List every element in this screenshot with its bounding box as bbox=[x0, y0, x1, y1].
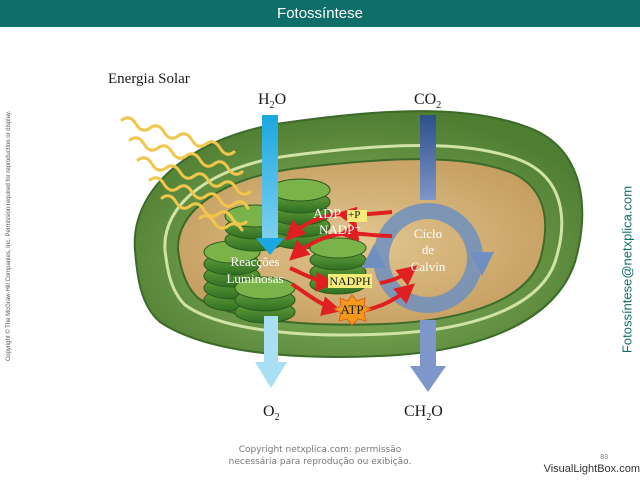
sugar-label-sub: 2 bbox=[426, 412, 431, 423]
co2-label-sub: 2 bbox=[436, 100, 441, 111]
sugar-label-ch: CH bbox=[404, 403, 427, 420]
oxygen-label: O2 bbox=[263, 403, 280, 423]
nadph-highlight bbox=[328, 274, 372, 288]
oxygen-label-sub: 2 bbox=[275, 412, 280, 423]
title-bar bbox=[0, 0, 640, 27]
pi-highlight bbox=[347, 210, 367, 222]
page-title: Fotossíntese bbox=[277, 5, 363, 22]
calvin-cycle-ring bbox=[362, 203, 494, 313]
grana-stack-bottom bbox=[234, 276, 296, 324]
water-label: H2O bbox=[258, 91, 286, 111]
sunlight-rays bbox=[120, 116, 252, 232]
page-number: 83 bbox=[600, 454, 608, 461]
co2-label-co: CO bbox=[414, 91, 436, 108]
atp-label: ATP bbox=[340, 302, 363, 317]
copyright-notice: Copyright © The McGraw-Hill Companies, I… bbox=[6, 110, 12, 362]
footer-line-2: necessária para reprodução ou exibição. bbox=[228, 457, 412, 467]
oxygen-arrow-shaft bbox=[264, 316, 278, 364]
light-reactions-label-1: Reacções bbox=[230, 254, 279, 269]
sugar-arrow-head bbox=[410, 366, 446, 392]
sugar-label: CH2O bbox=[404, 403, 443, 423]
co2-label: CO2 bbox=[414, 91, 441, 111]
oxygen-label-o: O bbox=[263, 403, 275, 420]
nadph-label: NADPH bbox=[329, 274, 371, 288]
footer-line-1: Copyright netxplica.com: permissão bbox=[238, 445, 402, 455]
footer-copyright: Copyright netxplica.com: permissão neces… bbox=[190, 444, 450, 468]
inner-membrane-line bbox=[163, 144, 564, 337]
adp-label: ADP bbox=[313, 207, 341, 222]
water-arrow-shaft bbox=[262, 115, 278, 240]
solar-energy-label: Energia Solar bbox=[108, 71, 190, 87]
light-reactions-label-2: Luminosas bbox=[226, 271, 283, 286]
oxygen-arrow-head bbox=[255, 362, 287, 388]
calvin-label-1: Ciclo bbox=[414, 226, 442, 241]
pi-label: +P bbox=[348, 209, 360, 221]
calvin-label-3: Calvin bbox=[411, 259, 446, 274]
water-label-h: H bbox=[258, 91, 270, 108]
sugar-label-o: O bbox=[431, 403, 443, 420]
watermark: VisualLightBox.com bbox=[543, 463, 640, 475]
water-label-sub: 2 bbox=[270, 100, 275, 111]
atp-starburst bbox=[332, 294, 373, 326]
co2-arrow-shaft bbox=[420, 115, 436, 200]
sugar-arrow-shaft bbox=[420, 320, 436, 368]
chloroplast-diagram: Energia Solar H2O CO2 O2 CH2O Reacções L… bbox=[108, 71, 584, 423]
water-label-o: O bbox=[275, 91, 287, 108]
calvin-label-2: de bbox=[422, 242, 435, 257]
nadp-label: NADP⁺ bbox=[319, 222, 361, 237]
water-arrow-head bbox=[256, 238, 284, 255]
credit-link[interactable]: Fotossíntese@netxplica.com bbox=[619, 185, 635, 354]
